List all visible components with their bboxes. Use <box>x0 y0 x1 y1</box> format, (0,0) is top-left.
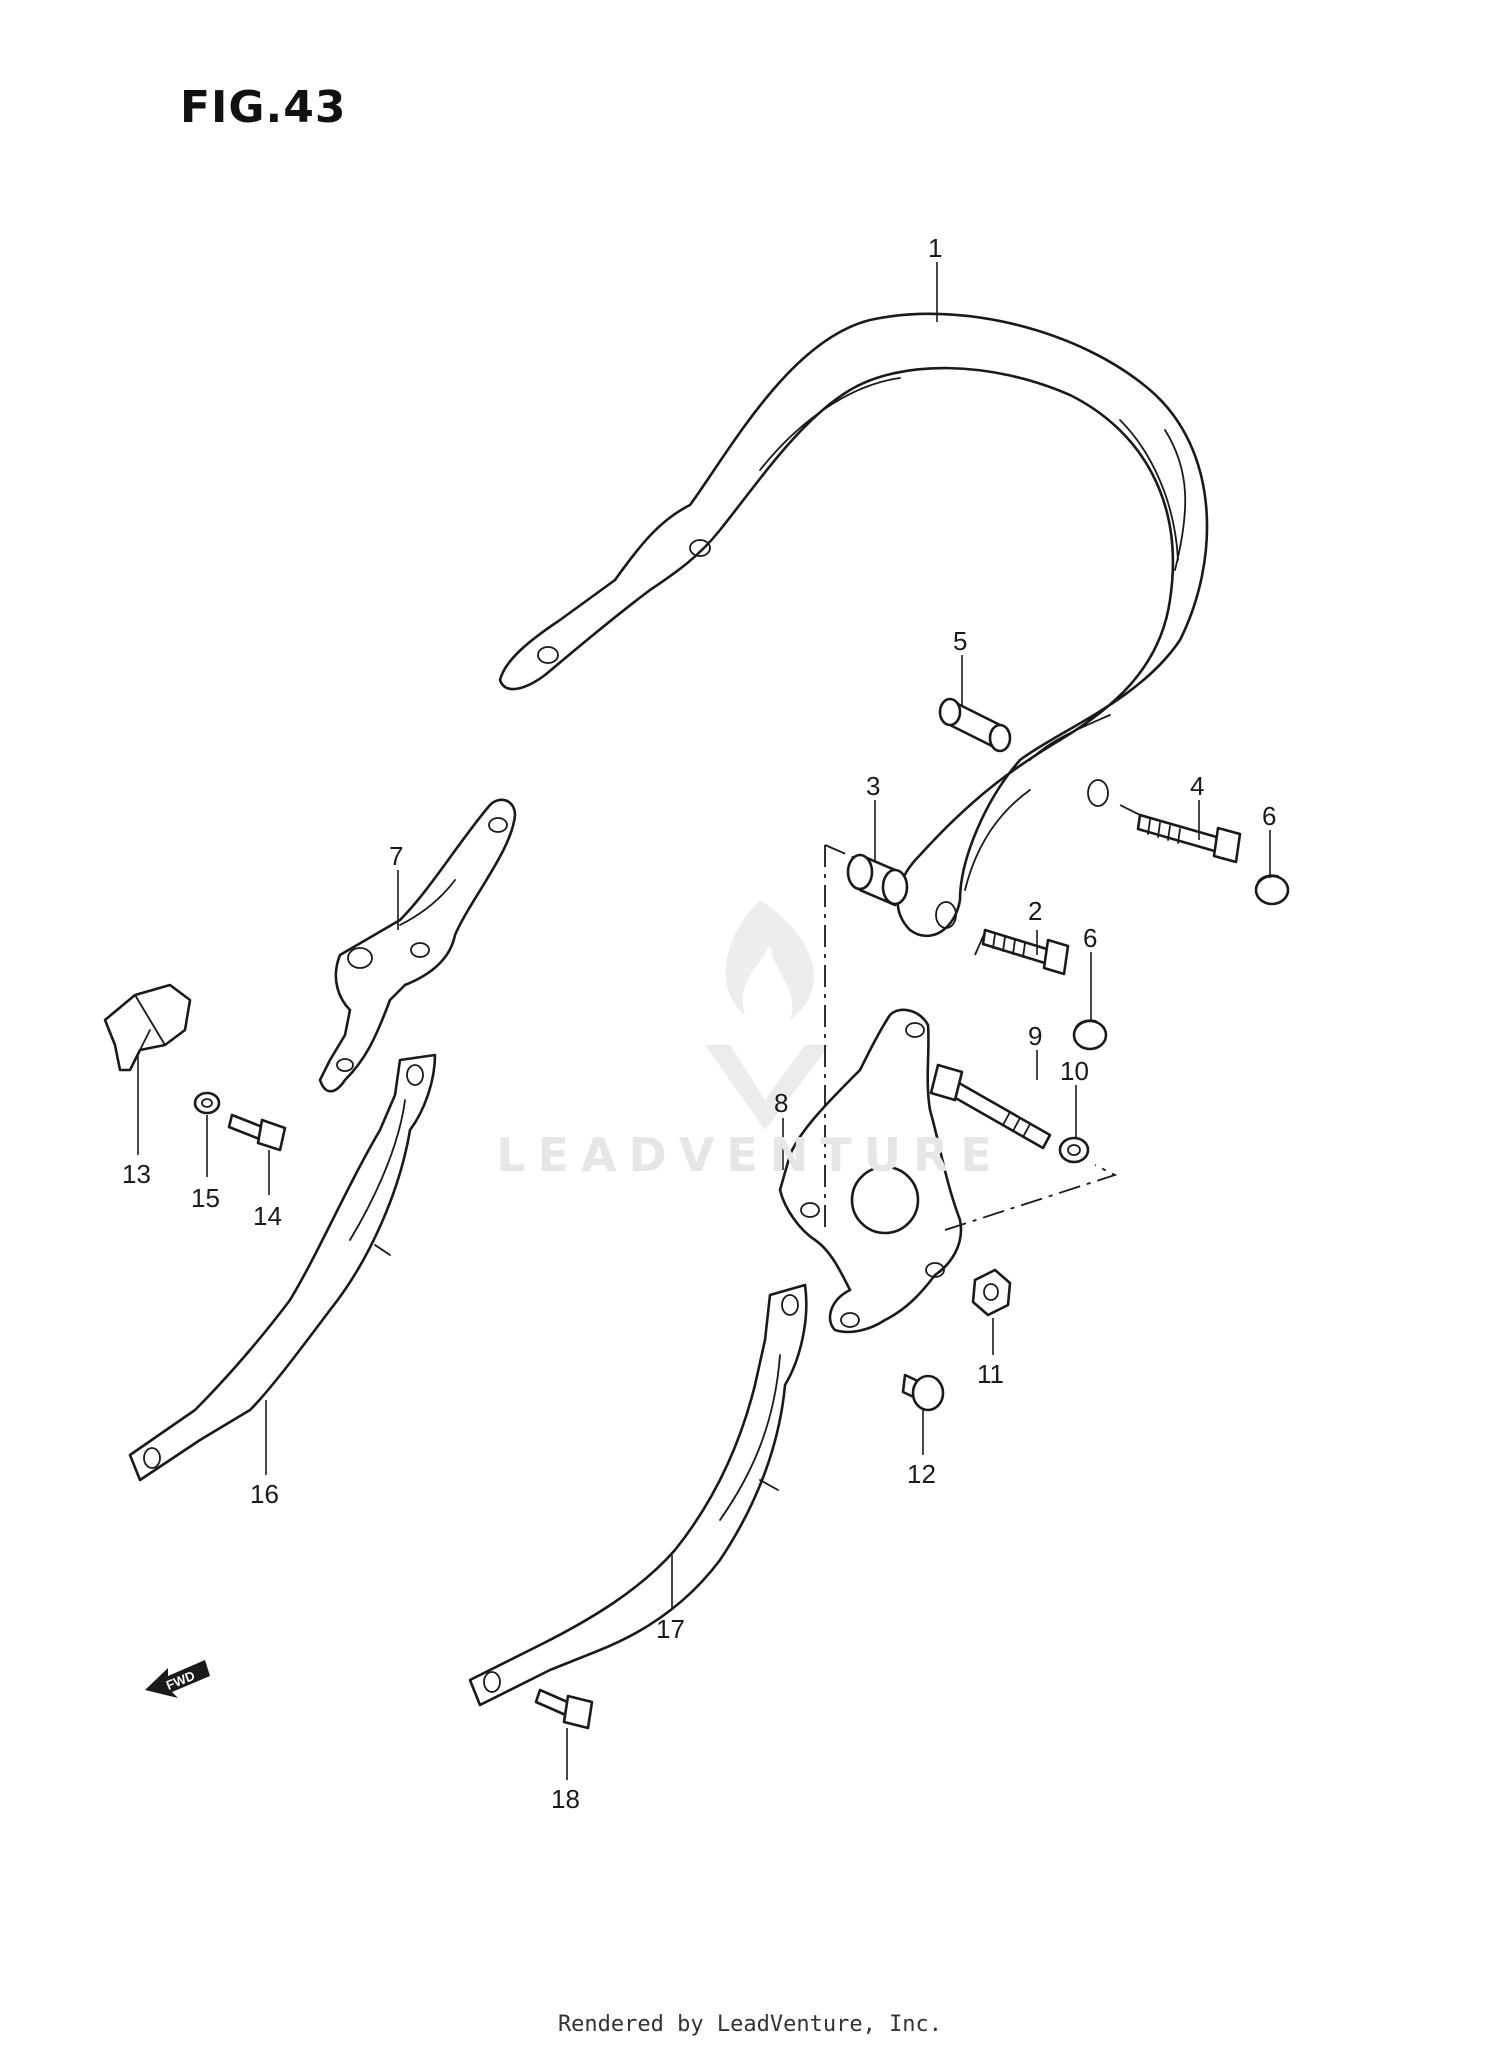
part-10-washer <box>1058 1136 1090 1164</box>
leader-lines <box>137 262 1271 1780</box>
part-16-strut <box>128 1053 437 1482</box>
part-9-bolt <box>929 1063 1052 1150</box>
callout-14: 14 <box>253 1201 282 1231</box>
callout-15: 15 <box>191 1183 220 1213</box>
callout-1: 1 <box>928 233 942 263</box>
part-7-bracket <box>318 798 517 1093</box>
callout-5: 5 <box>953 626 967 656</box>
watermark-logo <box>705 900 830 1130</box>
part-12-bolt <box>901 1373 945 1412</box>
part-1-grab-rail <box>498 312 1209 938</box>
callout-17: 17 <box>656 1614 685 1644</box>
assembly-lines <box>824 804 1141 1231</box>
figure-title: FIG.43 <box>180 82 347 133</box>
part-17-strut <box>468 1283 808 1707</box>
part-6-cap-second <box>1072 1019 1108 1051</box>
part-15-washer <box>193 1091 221 1115</box>
callout-8: 8 <box>774 1088 788 1118</box>
callout-16: 16 <box>250 1479 279 1509</box>
part-8-bracket-plate <box>778 1008 963 1334</box>
callout-labels: 1 2 3 4 5 6 6 7 8 9 10 11 12 13 14 15 16… <box>122 233 1276 1814</box>
callout-10: 10 <box>1060 1056 1089 1086</box>
callout-13: 13 <box>122 1159 151 1189</box>
fwd-label: FWD <box>164 1668 197 1693</box>
callout-7: 7 <box>389 841 403 871</box>
callout-18: 18 <box>551 1784 580 1814</box>
part-3-cushion <box>846 853 909 907</box>
watermark-text: LEADVENTURE <box>496 1128 1004 1182</box>
fwd-arrow-icon <box>145 1660 210 1698</box>
callout-6-upper: 6 <box>1262 801 1276 831</box>
callout-4: 4 <box>1190 771 1204 801</box>
callout-11: 11 <box>977 1359 1004 1389</box>
part-13-clip <box>103 983 192 1072</box>
callout-12: 12 <box>907 1459 936 1489</box>
part-2-bolt <box>981 928 1070 976</box>
callout-3: 3 <box>866 771 880 801</box>
part-4-bolt <box>1136 813 1242 864</box>
part-6-cap <box>1254 874 1290 906</box>
callout-9: 9 <box>1028 1021 1042 1051</box>
part-5-collar <box>938 697 1012 753</box>
part-14-bolt <box>227 1113 287 1152</box>
part-18-bolt <box>534 1688 594 1730</box>
part-11-nut <box>971 1268 1012 1317</box>
callout-6-lower: 6 <box>1083 923 1097 953</box>
footer-credit: Rendered by LeadVenture, Inc. <box>557 2012 943 2037</box>
callout-2: 2 <box>1028 896 1042 926</box>
